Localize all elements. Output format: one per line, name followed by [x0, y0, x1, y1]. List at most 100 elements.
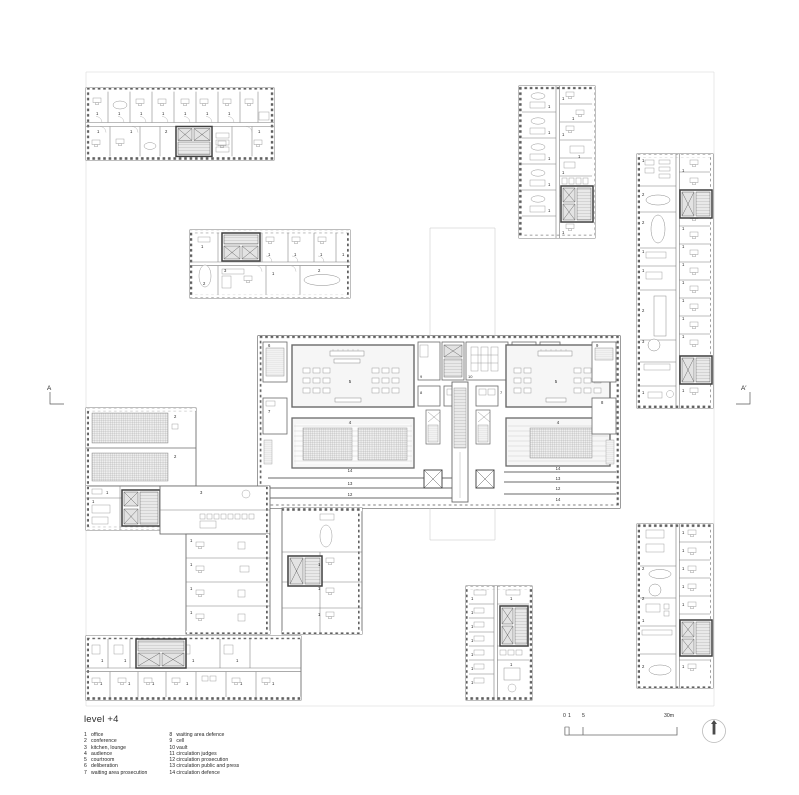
svg-text:2: 2 — [642, 220, 645, 225]
legend-item: 10vault — [169, 745, 239, 751]
legend-item-label: cell — [176, 738, 185, 745]
svg-text:1: 1 — [206, 111, 209, 116]
svg-text:1: 1 — [642, 618, 645, 623]
svg-text:1: 1 — [682, 168, 685, 173]
svg-text:1: 1 — [471, 652, 474, 657]
svg-text:1: 1 — [682, 316, 685, 321]
legend-item-number: 12 — [169, 757, 176, 763]
svg-text:4: 4 — [557, 420, 560, 425]
svg-text:5: 5 — [349, 379, 352, 384]
svg-text:A: A — [47, 385, 52, 392]
section-marker-a: A — [47, 385, 64, 405]
svg-text:1: 1 — [682, 584, 685, 589]
svg-text:1: 1 — [682, 530, 685, 535]
court-left: 5 4 14 6 7 13 12 — [262, 341, 462, 499]
scale-tick-0: 0 — [563, 713, 566, 719]
svg-text:1: 1 — [682, 280, 685, 285]
legend-item-number: 13 — [169, 763, 176, 770]
svg-text:1: 1 — [228, 111, 231, 116]
svg-text:6: 6 — [268, 343, 271, 348]
legend-item-number: 10 — [169, 744, 176, 751]
svg-text:1: 1 — [140, 111, 143, 116]
svg-text:1: 1 — [682, 298, 685, 303]
svg-text:8: 8 — [601, 400, 604, 405]
legend-item: 12circulation prosecution — [169, 757, 239, 763]
svg-text:1: 1 — [124, 658, 127, 663]
core-south-west — [135, 638, 187, 669]
svg-text:1: 1 — [548, 182, 551, 187]
svg-text:7: 7 — [268, 409, 271, 414]
legend-item-label: vault — [176, 744, 188, 751]
svg-text:2: 2 — [642, 308, 645, 313]
svg-text:1: 1 — [510, 662, 513, 667]
svg-text:1: 1 — [190, 586, 193, 591]
svg-text:2: 2 — [642, 596, 645, 601]
svg-text:1: 1 — [190, 610, 193, 615]
svg-text:3: 3 — [642, 339, 645, 344]
svg-text:1: 1 — [682, 566, 685, 571]
svg-text:1: 1 — [318, 586, 321, 591]
svg-text:1: 1 — [106, 490, 109, 495]
svg-text:1: 1 — [682, 334, 685, 339]
svg-text:1: 1 — [96, 111, 99, 116]
legend-item-number: 6 — [84, 763, 87, 770]
svg-text:3: 3 — [200, 490, 203, 495]
legend-item-number: 5 — [84, 757, 87, 763]
svg-text:1: 1 — [294, 252, 297, 257]
svg-text:1: 1 — [642, 268, 645, 273]
wing-north: 11 11 1 11 11 11 — [518, 85, 596, 239]
core-midwest-lower — [287, 555, 323, 587]
svg-text:2: 2 — [642, 192, 645, 197]
svg-text:1: 1 — [318, 562, 321, 567]
svg-text:1: 1 — [510, 596, 513, 601]
svg-text:1: 1 — [682, 244, 685, 249]
svg-text:1: 1 — [130, 129, 133, 134]
svg-text:1: 1 — [92, 499, 95, 504]
legend-item-label: waiting area defence — [176, 732, 225, 738]
legend-item-number: 3 — [84, 744, 87, 751]
svg-text:1: 1 — [186, 681, 189, 686]
svg-text:1: 1 — [268, 252, 271, 257]
core-east-north — [679, 189, 713, 219]
svg-text:1: 1 — [471, 596, 474, 601]
svg-text:8: 8 — [420, 390, 423, 395]
svg-text:13: 13 — [556, 476, 561, 481]
svg-text:12: 12 — [348, 492, 353, 497]
svg-text:1: 1 — [682, 664, 685, 669]
svg-text:1: 1 — [190, 562, 193, 567]
legend-item: 13circulation public and press — [169, 763, 239, 769]
site-grid-lines — [85, 71, 715, 707]
svg-text:1: 1 — [128, 681, 131, 686]
svg-text:9: 9 — [596, 343, 599, 348]
svg-text:1: 1 — [100, 681, 103, 686]
scale-tick-5: 5 — [582, 713, 585, 719]
svg-text:7: 7 — [500, 390, 503, 395]
svg-text:1: 1 — [201, 244, 204, 249]
legend-item-label: circulation defence — [176, 769, 220, 776]
svg-text:14: 14 — [348, 468, 353, 473]
svg-text:3: 3 — [224, 268, 227, 273]
svg-text:9: 9 — [420, 374, 423, 379]
svg-text:1: 1 — [118, 111, 121, 116]
section-marker-a-prime: A′ — [736, 385, 751, 405]
svg-text:1: 1 — [97, 129, 100, 134]
svg-text:1: 1 — [471, 624, 474, 629]
svg-text:2: 2 — [174, 414, 177, 419]
legend-item-label: conference — [91, 738, 117, 745]
svg-text:1: 1 — [318, 612, 321, 617]
svg-text:10: 10 — [468, 374, 473, 379]
legend-item-number: 7 — [84, 769, 87, 776]
legend-item-label: audience — [91, 750, 113, 757]
svg-text:2: 2 — [642, 664, 645, 669]
svg-text:1: 1 — [258, 129, 261, 134]
